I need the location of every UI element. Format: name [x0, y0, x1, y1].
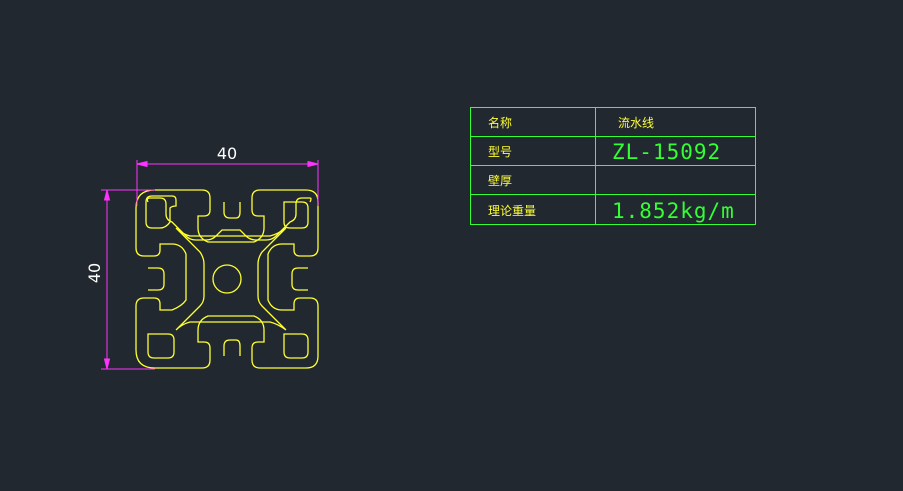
- corner-slot-bottom-right: [283, 333, 309, 359]
- slot-lip-bottom: [223, 339, 241, 356]
- profile-core-cross: [175, 227, 287, 331]
- spec-label-weight: 理论重量: [488, 204, 536, 218]
- slot-lip-left: [148, 267, 165, 291]
- spec-value-name: 流水线: [618, 116, 654, 130]
- height-dimension-label: 40: [85, 263, 104, 283]
- spec-label-model: 型号: [488, 145, 512, 159]
- width-dimension-label: 40: [217, 144, 237, 163]
- aluminum-profile-section: [135, 189, 319, 369]
- spec-table: 名称 流水线 型号 ZL-15092 壁厚 理论重量 1.852kg/m: [470, 107, 756, 225]
- center-hole: [212, 264, 242, 294]
- corner-slot-top-right: [283, 201, 309, 229]
- slot-lip-right: [291, 267, 308, 291]
- spec-label-wall-thickness: 壁厚: [488, 173, 512, 188]
- spec-value-model: ZL-15092: [612, 140, 721, 164]
- spec-label-name: 名称: [488, 115, 512, 130]
- height-dimension: [101, 189, 155, 370]
- corner-slot-bottom-left: [147, 333, 175, 359]
- width-dimension: [136, 160, 319, 206]
- spec-table-grid: [470, 107, 756, 225]
- slot-lip-top: [223, 202, 241, 219]
- corner-slot-top-left: [145, 195, 177, 229]
- profile-outer-contour: [135, 189, 319, 369]
- profile-inner-contour: [146, 197, 312, 241]
- spec-value-weight: 1.852kg/m: [612, 199, 735, 223]
